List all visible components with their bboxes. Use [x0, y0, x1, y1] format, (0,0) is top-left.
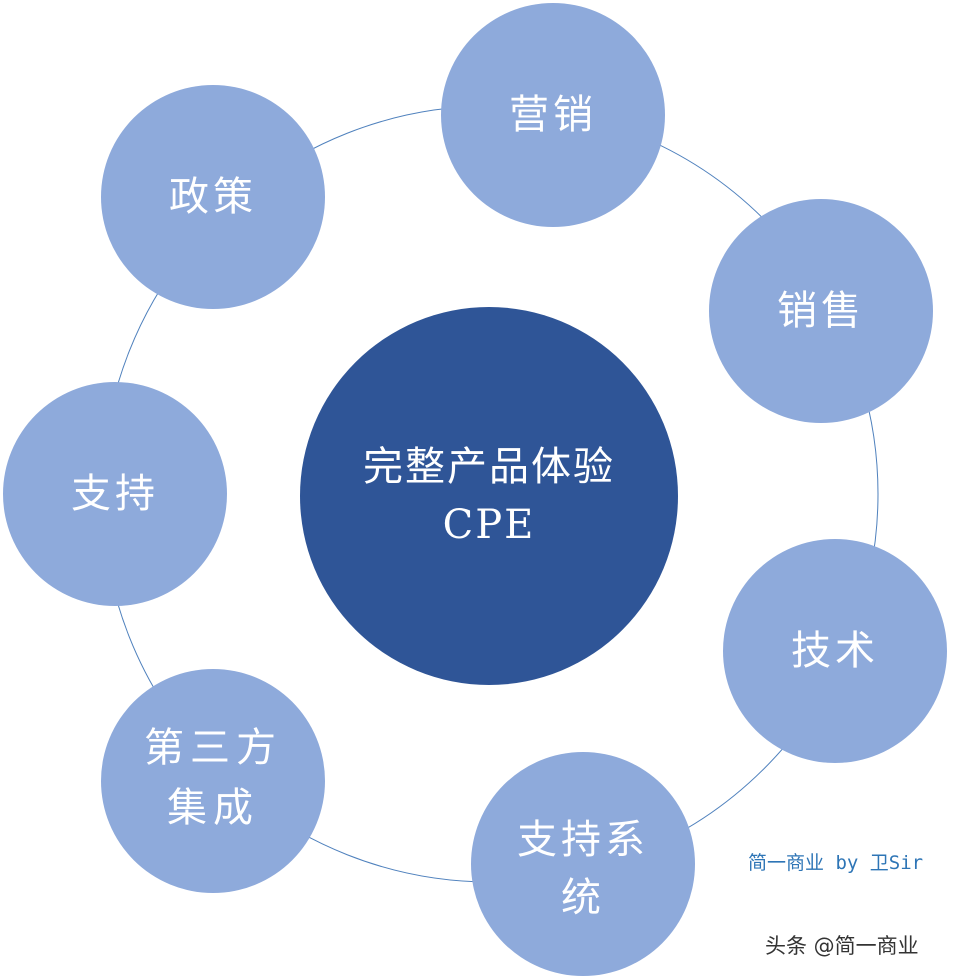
node-support-label: 支持 [71, 471, 159, 517]
node-marketing-label: 营销 [509, 92, 597, 138]
author-credit: 简一商业 by 卫Sir [748, 852, 924, 874]
node-policy: 政策 [101, 85, 325, 309]
center-cpe-circle: 完整产品体验 CPE [300, 307, 678, 685]
node-support-system-label-line2: 统 [561, 875, 605, 921]
source-watermark: 头条 @简一商业 [765, 934, 919, 958]
node-support: 支持 [3, 382, 227, 606]
node-third-party-integration: 第三方 集成 [101, 669, 325, 893]
node-tech-label: 技术 [791, 628, 879, 674]
node-third-party-label-line2: 集成 [167, 785, 259, 831]
node-sales-label: 销售 [777, 288, 865, 334]
node-third-party-label-line1: 第三方 [144, 725, 282, 771]
node-marketing: 营销 [441, 3, 665, 227]
node-sales: 销售 [709, 199, 933, 423]
node-tech: 技术 [723, 539, 947, 763]
node-policy-label: 政策 [169, 174, 257, 220]
center-title: 完整产品体验 [363, 444, 615, 490]
node-support-system: 支持系 统 [471, 752, 695, 976]
node-support-system-label-line1: 支持系 [517, 817, 649, 863]
center-subtitle: CPE [442, 502, 536, 548]
